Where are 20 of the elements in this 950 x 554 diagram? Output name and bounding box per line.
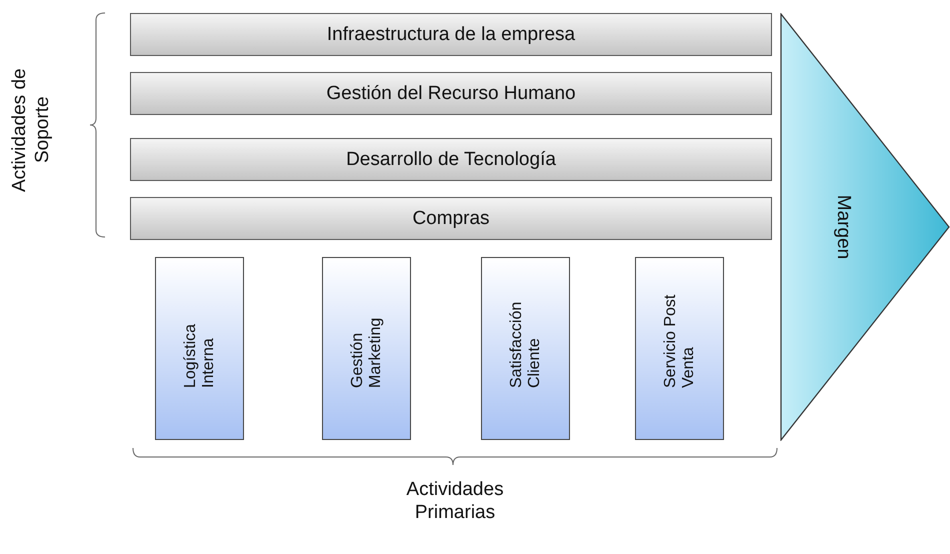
bar-label: Infraestructura de la empresa [326, 24, 576, 46]
group-label: Actividades Primarias [405, 478, 505, 524]
support-activity-bar [130, 72, 772, 115]
support-activity-bar [130, 197, 772, 240]
primary-activity-box [635, 257, 724, 440]
bar-label: Gestión del Recurso Humano [326, 82, 576, 104]
support-activity-bar [130, 138, 772, 181]
primary-activity-box [155, 257, 244, 440]
box-label: Gestión Marketing [348, 316, 384, 388]
box-label: Satisfacción Cliente [508, 300, 544, 388]
primary-activity-box [322, 257, 411, 440]
margin-label: Margen [832, 194, 854, 260]
box-label: Servicio Post Venta [662, 294, 698, 388]
support-activity-bar [130, 13, 772, 56]
bar-label: Desarrollo de Tecnología [346, 148, 556, 170]
margin-arrow [780, 13, 950, 441]
bar-label: Compras [412, 208, 490, 230]
group-label: Actividades de Soporte [8, 67, 54, 194]
primary-activity-box [481, 257, 570, 440]
box-label: Logística Interna [182, 322, 218, 388]
